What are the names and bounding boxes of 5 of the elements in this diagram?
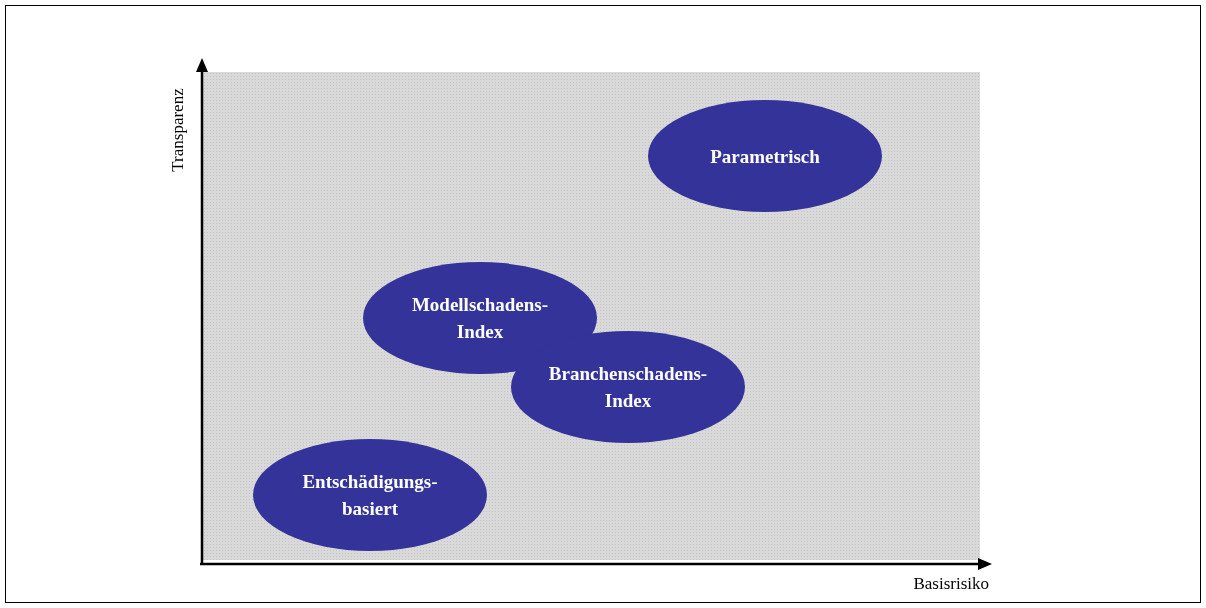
ellipse-label: Parametrisch xyxy=(709,144,821,169)
ellipse-label: Entschädigungs- basiert xyxy=(301,470,439,521)
x-axis-label: Basisrisiko xyxy=(913,574,989,594)
y-axis-label: Transparenz xyxy=(168,88,188,172)
ellipse-label: Modellschadens- Index xyxy=(410,293,550,344)
